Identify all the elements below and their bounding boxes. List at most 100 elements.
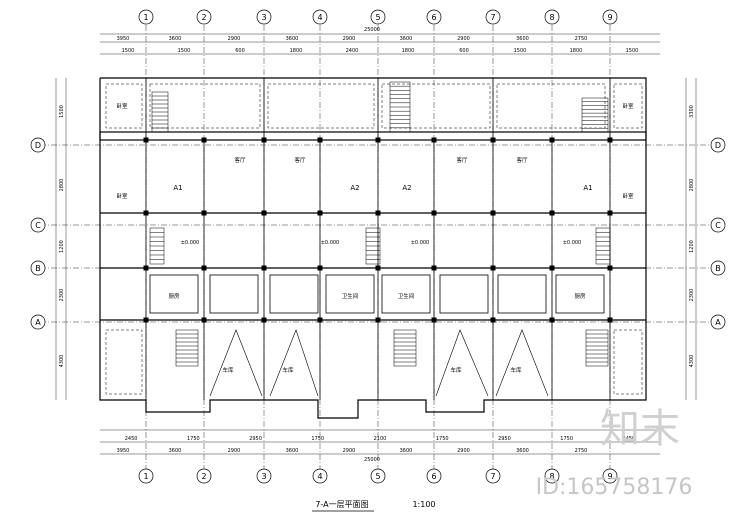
svg-text:5: 5 [375, 13, 380, 22]
right-dim-0: 3300 [689, 105, 695, 118]
top-sub-0: 1500 [122, 48, 135, 54]
stair-4 [149, 227, 165, 265]
svg-text:C: C [35, 221, 41, 230]
stair-1 [151, 91, 169, 133]
horizontal-axis-grid [40, 144, 718, 323]
svg-text:3: 3 [261, 13, 266, 22]
left-dim-0: 1500 [59, 105, 65, 118]
top-sub-3: 1800 [290, 48, 303, 54]
column [317, 265, 323, 271]
column [607, 317, 613, 323]
column [431, 317, 437, 323]
left-dim-2: 1200 [59, 240, 65, 253]
garage-ramps [209, 329, 549, 397]
column [261, 137, 267, 143]
top-total-dimension: 25000 [364, 27, 380, 33]
axis-bubble-right-D: D [710, 137, 726, 153]
axis-bubble-bottom-9: 9 [602, 468, 618, 484]
column [261, 265, 267, 271]
svg-text:B: B [35, 264, 41, 273]
column [431, 210, 437, 216]
svg-text:B: B [715, 264, 721, 273]
stair-8 [175, 329, 199, 367]
svg-text:5: 5 [375, 472, 380, 481]
top-span-3: 3600 [286, 36, 299, 42]
top-sub-5: 1800 [402, 48, 415, 54]
watermark-logo: 知末 [600, 406, 680, 452]
top-sub-8: 1800 [570, 48, 583, 54]
right-dim-1: 2800 [689, 179, 695, 192]
axis-bubble-top-2: 2 [196, 9, 212, 25]
svg-text:1: 1 [143, 472, 148, 481]
bottom-sub-2: 2950 [249, 436, 262, 442]
column [201, 210, 207, 216]
right-dim-3: 2300 [689, 289, 695, 302]
svg-text:7: 7 [490, 472, 495, 481]
room-label-level-1: ±0.000 [181, 240, 200, 246]
svg-text:1: 1 [143, 13, 148, 22]
column [261, 317, 267, 323]
room-label-bedroom-2: 卧室 [116, 192, 128, 200]
svg-text:7: 7 [490, 13, 495, 22]
axis-bubble-bottom-5: 5 [370, 468, 386, 484]
top-sub-2: 600 [235, 48, 245, 54]
stair-9 [585, 329, 609, 367]
axis-bubble-bottom-1: 1 [138, 468, 154, 484]
axis-bubble-right-A: A [710, 314, 726, 330]
column [490, 137, 496, 143]
left-dim-3: 2300 [59, 289, 65, 302]
terrace-outlines [105, 83, 643, 395]
top-sub-4: 2400 [346, 48, 359, 54]
axis-bubble-left-D: D [30, 137, 46, 153]
axis-bubble-left-B: B [30, 260, 46, 276]
svg-text:8: 8 [549, 13, 554, 22]
column [375, 137, 381, 143]
bottom-span-0: 3950 [117, 448, 130, 454]
top-sub-1: 1500 [178, 48, 191, 54]
room-label-level-4: ±0.000 [563, 240, 582, 246]
room-label-garage-4: 车库 [510, 366, 522, 374]
room-label-garage-1: 车库 [222, 366, 234, 374]
column [490, 317, 496, 323]
column [490, 210, 496, 216]
top-span-4: 2900 [343, 36, 356, 42]
svg-text:A: A [715, 318, 721, 327]
stair-2 [389, 81, 411, 133]
axis-bubble-top-9: 9 [602, 9, 618, 25]
svg-text:D: D [35, 141, 41, 150]
right-dim-2: 1200 [689, 240, 695, 253]
svg-text:A: A [35, 318, 41, 327]
bottom-sub-5: 1750 [436, 436, 449, 442]
axis-bubble-bottom-2: 2 [196, 468, 212, 484]
column [607, 137, 613, 143]
bottom-span-5: 3600 [400, 448, 413, 454]
column [431, 137, 437, 143]
axis-bubble-top-8: 8 [544, 9, 560, 25]
watermark-id: ID:165758176 [536, 475, 693, 500]
top-span-1: 3600 [169, 36, 182, 42]
outer-walls [99, 77, 647, 419]
stair-6 [595, 227, 611, 265]
bottom-total-dimension: 25000 [364, 457, 380, 463]
axis-bubble-bottom-4: 4 [312, 468, 328, 484]
column [143, 137, 149, 143]
axis-bubble-top-5: 5 [370, 9, 386, 25]
bottom-sub-1: 1750 [187, 436, 200, 442]
svg-text:2: 2 [201, 472, 206, 481]
room-label-living-3: 客厅 [456, 156, 468, 164]
axis-bubble-top-3: 3 [256, 9, 272, 25]
stair-3 [581, 97, 609, 133]
axis-bubble-top-1: 1 [138, 9, 154, 25]
axis-bubble-right-B: B [710, 260, 726, 276]
column [375, 317, 381, 323]
column [549, 210, 555, 216]
top-span-5: 3600 [400, 36, 413, 42]
svg-text:2: 2 [201, 13, 206, 22]
svg-text:4: 4 [317, 472, 322, 481]
axis-bubble-bottom-8: 8 [544, 468, 560, 484]
svg-text:6: 6 [431, 472, 436, 481]
